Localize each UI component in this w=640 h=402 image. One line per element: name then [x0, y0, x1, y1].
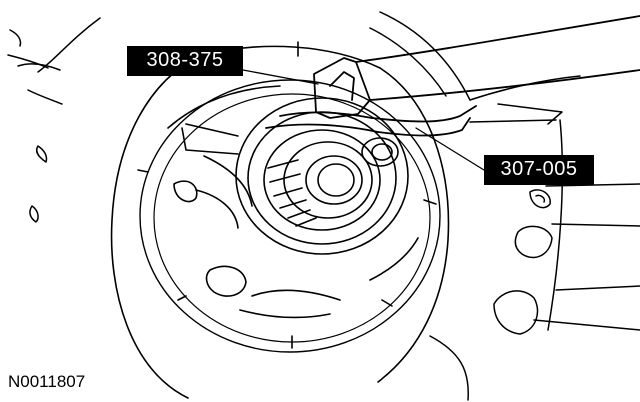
right-background-component: [369, 11, 640, 401]
leader-line-307-005: [415, 127, 485, 171]
left-background-component: [7, 17, 101, 223]
tool-callout-label: 307-005: [500, 158, 578, 180]
output-shaft-hub: [235, 97, 409, 255]
holding-tool: [265, 15, 640, 137]
transmission-housing: [110, 41, 450, 399]
tool-callout-label: 308-375: [146, 49, 224, 71]
callout-leaders: [242, 69, 485, 171]
figure-number: N0011807: [8, 372, 86, 391]
leader-line-308-375: [242, 69, 319, 85]
tool-callout-307-005: 307-005: [484, 155, 594, 185]
tool-callout-308-375: 308-375: [127, 46, 243, 76]
